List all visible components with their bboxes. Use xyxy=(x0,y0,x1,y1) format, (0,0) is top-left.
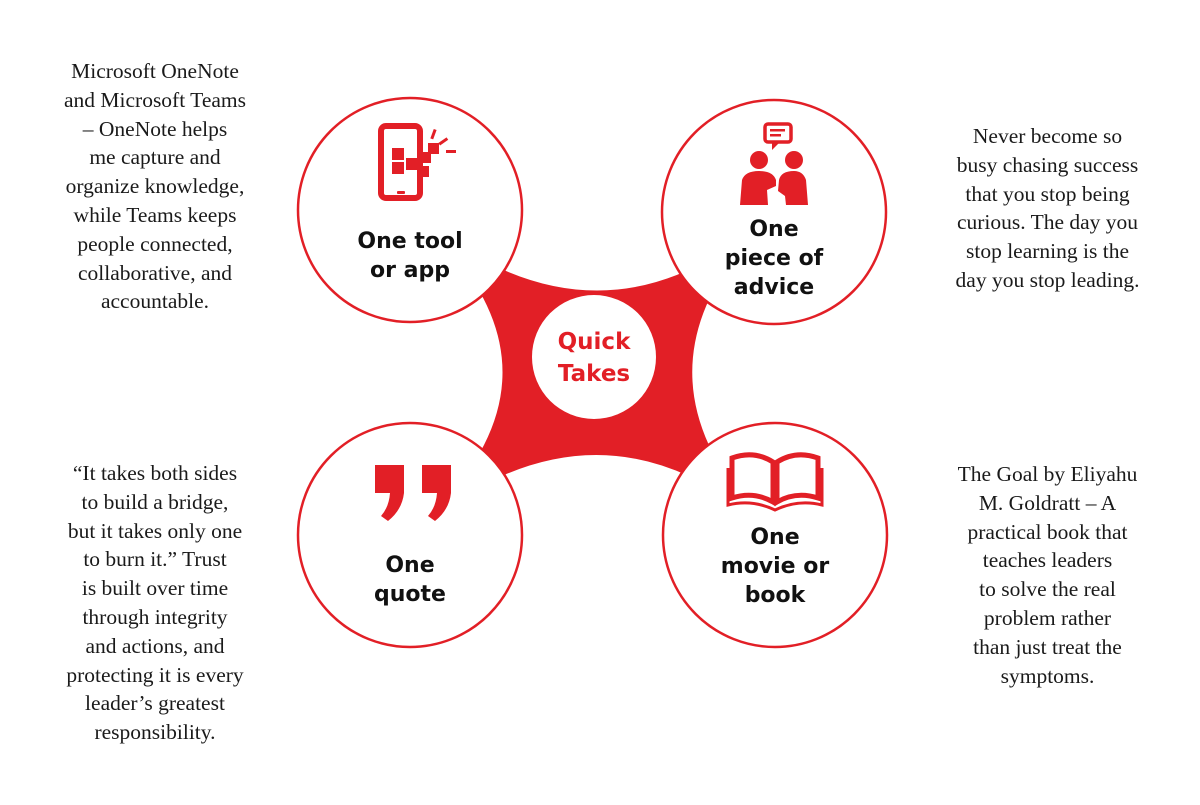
text-line: symptoms. xyxy=(1000,663,1095,688)
text-line: – OneNote helps xyxy=(82,116,228,141)
node-book-label-line-1: One xyxy=(750,525,799,550)
text-line: responsibility. xyxy=(94,720,216,745)
node-quote-label-line-2: quote xyxy=(374,582,446,607)
text-line: Microsoft OneNote xyxy=(71,59,239,83)
node-tool-label-line-1: One tool xyxy=(357,229,462,254)
text-line: M. Goldratt – A xyxy=(978,490,1117,515)
quote-marks-icon xyxy=(375,465,451,521)
node-quote-label-line-1: One xyxy=(385,553,434,578)
text-line: busy chasing success xyxy=(956,152,1139,177)
text-line: is built over time xyxy=(81,576,229,601)
text-line: “It takes both sides xyxy=(72,461,238,485)
text-line: through integrity xyxy=(82,604,228,629)
text-line: leader’s greatest xyxy=(85,691,225,716)
node-book-label-line-2: movie or xyxy=(721,554,830,579)
text-line: to burn it.” Trust xyxy=(83,547,227,572)
text-line: curious. The day you xyxy=(956,210,1139,235)
node-advice-circle xyxy=(660,98,888,326)
center-label-line-1: Quick xyxy=(558,329,631,355)
node-advice: One piece of advice xyxy=(660,98,888,326)
text-line: and actions, and xyxy=(85,633,225,658)
node-advice-label-line-3: advice xyxy=(734,275,814,300)
advice-description: Never become so busy chasing success tha… xyxy=(930,122,1165,295)
text-line: day you stop leading. xyxy=(955,267,1140,292)
text-line: Never become so xyxy=(972,124,1123,148)
text-line: practical book that xyxy=(967,519,1128,544)
text-line: The Goal by Eliyahu xyxy=(957,462,1138,486)
center-label-line-2: Takes xyxy=(558,361,630,387)
center-circle xyxy=(532,295,656,419)
node-quote-circle xyxy=(296,421,524,649)
text-line: protecting it is every xyxy=(66,662,244,687)
text-line: to build a bridge, xyxy=(81,489,229,514)
open-book-icon xyxy=(726,452,824,512)
text-line: organize knowledge, xyxy=(65,174,245,199)
node-book-label-line-3: book xyxy=(745,583,807,608)
tool-description: Microsoft OneNote and Microsoft Teams – … xyxy=(40,57,270,316)
text-line: while Teams keeps xyxy=(73,202,237,227)
text-line: collaborative, and xyxy=(77,260,233,285)
text-line: teaches leaders xyxy=(982,548,1113,573)
center-node: Quick Takes xyxy=(532,295,656,419)
text-line: problem rather xyxy=(983,605,1112,630)
book-description: The Goal by Eliyahu M. Goldratt – A prac… xyxy=(930,460,1165,690)
quote-description: “It takes both sides to build a bridge, … xyxy=(40,459,270,747)
text-line: accountable. xyxy=(100,289,210,314)
node-book-circle xyxy=(661,421,889,649)
node-tool-label-line-2: or app xyxy=(370,258,450,283)
text-line: to solve the real xyxy=(979,577,1116,602)
text-line: people connected, xyxy=(77,231,233,256)
text-line: me capture and xyxy=(89,145,221,170)
node-quote: One quote xyxy=(296,421,524,649)
tablet-app-icon xyxy=(378,123,456,201)
text-line: than just treat the xyxy=(973,634,1122,659)
node-advice-label-line-1: One xyxy=(749,217,798,242)
text-line: but it takes only one xyxy=(67,518,243,543)
node-tool: One tool or app xyxy=(296,96,524,324)
people-conversation-icon xyxy=(740,122,808,205)
node-tool-circle xyxy=(296,96,524,324)
text-line: stop learning is the xyxy=(965,239,1129,264)
text-line: and Microsoft Teams xyxy=(63,87,246,112)
node-book: One movie or book xyxy=(661,421,889,649)
node-advice-label-line-2: piece of xyxy=(725,246,824,271)
text-line: that you stop being xyxy=(965,181,1130,206)
